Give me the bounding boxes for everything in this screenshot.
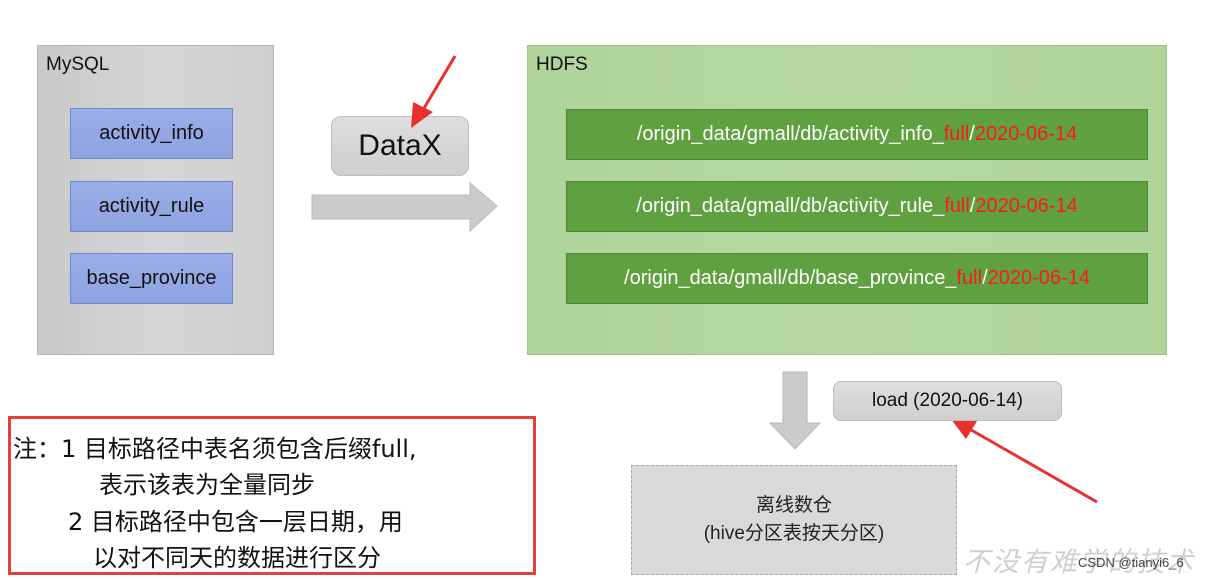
path-suffix: full <box>956 267 983 289</box>
path-separator: / <box>969 123 975 145</box>
down-block-arrow <box>768 371 822 450</box>
table-activity-rule: activity_rule <box>70 181 233 232</box>
hdfs-path-base-province: /origin_data/gmall/db/base_province_full… <box>566 253 1148 304</box>
warehouse-box: 离线数仓 (hive分区表按天分区) <box>631 465 957 575</box>
table-base-province: base_province <box>70 253 233 304</box>
path-prefix: /origin_data/gmall/db/activity_rule_ <box>636 195 945 217</box>
red-arrow-load-head <box>951 419 977 439</box>
path-suffix: full <box>944 195 970 217</box>
note-line-3: 2 目标路径中包含一层日期，用 <box>68 508 403 536</box>
note-line-1: 注：1 目标路径中表名须包含后缀full, <box>13 435 417 463</box>
hdfs-panel: HDFS /origin_data/gmall/db/activity_info… <box>527 45 1167 355</box>
path-separator: / <box>969 195 976 217</box>
red-arrow-datax-line <box>418 55 457 116</box>
note-line-4: 以对不同天的数据进行区分 <box>93 544 381 572</box>
load-box: load (2020-06-14) <box>833 381 1062 421</box>
datax-box: DataX <box>331 116 469 176</box>
path-suffix: full <box>943 123 970 145</box>
path-separator: / <box>982 267 988 289</box>
path-date: 2020-06-14 <box>974 123 1078 145</box>
csdn-credit: CSDN @tianyi6_6 <box>1078 555 1184 570</box>
mysql-title: MySQL <box>46 54 110 75</box>
hdfs-path-activity-info: /origin_data/gmall/db/activity_info_full… <box>566 109 1148 160</box>
hdfs-title: HDFS <box>536 54 588 75</box>
path-date: 2020-06-14 <box>975 195 1078 217</box>
path-prefix: /origin_data/gmall/db/activity_info_ <box>636 123 944 145</box>
warehouse-title: 离线数仓 <box>755 495 832 516</box>
hdfs-path-activity-rule: /origin_data/gmall/db/activity_rule_full… <box>566 181 1148 232</box>
path-prefix: /origin_data/gmall/db/base_province_ <box>624 267 957 289</box>
note-line-2: 表示该表为全量同步 <box>99 471 315 499</box>
table-activity-info: activity_info <box>70 108 233 159</box>
watermark: 不没有难学的技术 <box>963 547 1195 578</box>
note-box: 注：1 目标路径中表名须包含后缀full, 表示该表为全量同步 2 目标路径中包… <box>8 416 536 575</box>
warehouse-subtitle: (hive分区表按天分区) <box>703 523 885 544</box>
right-block-arrow <box>311 181 498 233</box>
path-date: 2020-06-14 <box>987 267 1090 289</box>
mysql-panel: MySQL activity_info activity_rule base_p… <box>37 45 274 355</box>
red-arrow-datax-head <box>411 102 433 128</box>
red-arrow-load-line <box>965 425 1098 504</box>
